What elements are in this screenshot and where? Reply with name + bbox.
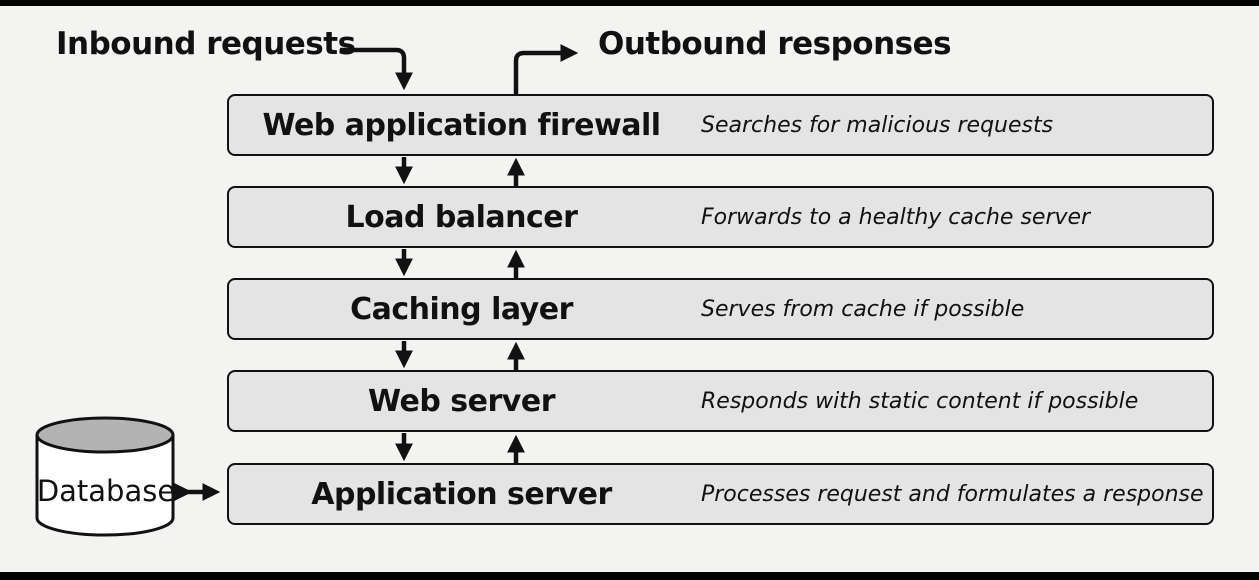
inbound-arrow [340,47,413,91]
layer-description: Serves from cache if possible [701,296,1025,322]
outbound-responses-label: Outbound responses [598,26,952,62]
layer-name: Application server [311,476,612,512]
layer-description: Processes request and formulates a respo… [701,481,1204,507]
layer-name: Web server [368,383,555,419]
layer-name: Caching layer [350,291,573,327]
layer-caching-layer: Caching layer Serves from cache if possi… [227,278,1214,340]
database-cylinder [35,416,175,537]
outbound-arrow [513,44,579,94]
layer-load-balancer: Load balancer Forwards to a healthy cach… [227,186,1214,248]
layer-description: Responds with static content if possible [701,388,1139,414]
layer-description: Forwards to a healthy cache server [701,204,1091,230]
layer-name: Web application firewall [262,107,661,143]
layer-web-server: Web server Responds with static content … [227,370,1214,432]
layer-web-application-firewall: Web application firewall Searches for ma… [227,94,1214,156]
inbound-requests-label: Inbound requests [56,26,356,62]
database-label: Database [36,474,176,508]
layer-name: Load balancer [345,199,578,235]
layer-description: Searches for malicious requests [701,112,1054,138]
layer-application-server: Application server Processes request and… [227,463,1214,525]
